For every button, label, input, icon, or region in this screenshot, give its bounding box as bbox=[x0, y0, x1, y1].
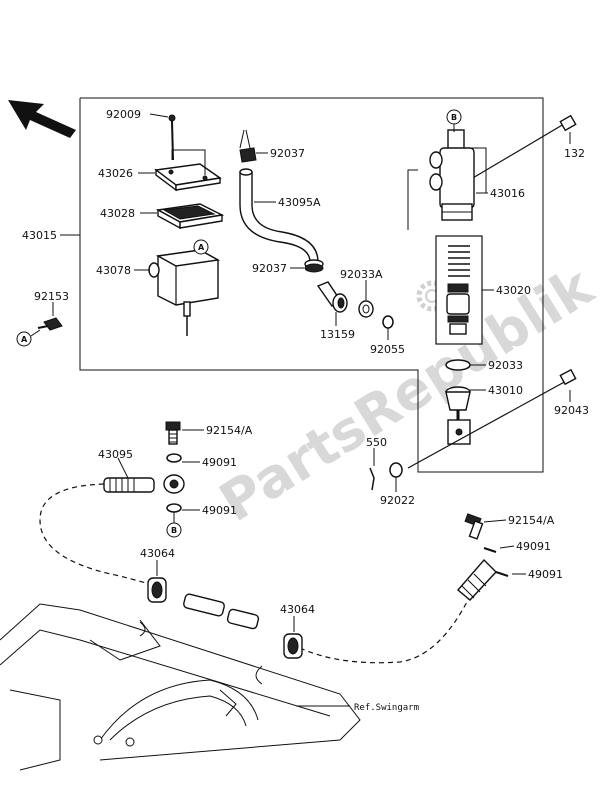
grommet-43064-right bbox=[283, 633, 303, 659]
label-92037-bottom: 92037 bbox=[252, 262, 287, 275]
label-92022: 92022 bbox=[380, 494, 415, 507]
hose-route-lower bbox=[299, 595, 471, 664]
callout-a-top: A bbox=[193, 239, 209, 255]
reservoir-43078 bbox=[148, 249, 221, 336]
hose-segment-mid bbox=[183, 593, 260, 630]
hose-end-right bbox=[457, 558, 497, 601]
cotter-pin-550 bbox=[369, 467, 375, 491]
banjo-bolt-92154a-top bbox=[165, 421, 181, 445]
callout-b-bottom: B bbox=[166, 512, 182, 538]
label-ref-swingarm: Ref.Swingarm bbox=[354, 703, 419, 713]
svg-text:A: A bbox=[198, 243, 205, 252]
svg-text:B: B bbox=[171, 526, 177, 535]
swingarm bbox=[0, 603, 361, 771]
callout-b-top: B bbox=[446, 109, 462, 132]
label-43015: 43015 bbox=[22, 229, 57, 242]
label-92154a-top: 92154/A bbox=[206, 424, 253, 437]
label-92153: 92153 bbox=[34, 290, 69, 303]
label-43016: 43016 bbox=[490, 187, 525, 200]
label-92154a-right: 92154/A bbox=[508, 514, 555, 527]
circlip-92033 bbox=[445, 359, 471, 371]
reservoir-cap-43026 bbox=[154, 163, 222, 192]
label-43026: 43026 bbox=[98, 167, 133, 180]
hose-clamp-92037-top bbox=[239, 129, 257, 163]
leader-cap-screw bbox=[171, 149, 206, 175]
grommet-43064-left bbox=[147, 577, 167, 603]
label-43020: 43020 bbox=[496, 284, 531, 297]
leader-92154a-right bbox=[483, 519, 507, 523]
label-43078: 43078 bbox=[96, 264, 131, 277]
label-92009: 92009 bbox=[106, 108, 141, 121]
leader-43095 bbox=[117, 457, 129, 479]
push-rod-43010 bbox=[445, 386, 471, 445]
label-132: 132 bbox=[564, 147, 585, 160]
leader-92009 bbox=[149, 113, 169, 118]
label-92037-top: 92037 bbox=[270, 147, 305, 160]
label-92043: 92043 bbox=[554, 404, 589, 417]
fitting-13159 bbox=[316, 281, 348, 313]
label-13159: 13159 bbox=[320, 328, 355, 341]
screw-92009 bbox=[168, 114, 176, 161]
bracket-43016 bbox=[407, 169, 418, 230]
washer-92022 bbox=[389, 462, 403, 478]
piston-kit-43020 bbox=[435, 235, 483, 345]
hose-43095 bbox=[103, 474, 185, 494]
label-92033: 92033 bbox=[488, 359, 523, 372]
label-43095a: 43095A bbox=[278, 196, 321, 209]
callout-a-left: A bbox=[16, 329, 41, 347]
ring-92033a bbox=[358, 300, 374, 318]
bolt-132 bbox=[465, 114, 577, 183]
hose-end bbox=[239, 168, 253, 176]
label-43064-right: 43064 bbox=[280, 603, 315, 616]
label-49091-right-b: 49091 bbox=[528, 568, 563, 581]
label-43010: 43010 bbox=[488, 384, 523, 397]
hose-43095a bbox=[239, 171, 319, 263]
label-43095: 43095 bbox=[98, 448, 133, 461]
label-49091-bottom: 49091 bbox=[202, 504, 237, 517]
master-cylinder-43016 bbox=[429, 129, 475, 221]
oring-92055 bbox=[382, 315, 394, 329]
front-arrow-icon bbox=[8, 100, 76, 138]
bolt-92153 bbox=[37, 317, 63, 331]
hose-clamp-92037-bottom bbox=[304, 259, 324, 273]
label-550: 550 bbox=[366, 436, 387, 449]
washer-49091-right-a bbox=[483, 547, 497, 553]
diaphragm-43028 bbox=[155, 203, 225, 230]
washer-49091-bottom bbox=[166, 503, 182, 513]
washer-49091-top bbox=[166, 453, 182, 463]
banjo-bolt-92154a-right bbox=[464, 513, 484, 540]
label-92033a: 92033A bbox=[340, 268, 383, 281]
label-49091-right-a: 49091 bbox=[516, 540, 551, 553]
pin-92043 bbox=[407, 368, 577, 469]
hose-route bbox=[39, 483, 151, 585]
label-92055: 92055 bbox=[370, 343, 405, 356]
label-49091-top: 49091 bbox=[202, 456, 237, 469]
label-43028: 43028 bbox=[100, 207, 135, 220]
label-43064-left: 43064 bbox=[140, 547, 175, 560]
washer-49091-right-b bbox=[495, 571, 509, 577]
svg-text:B: B bbox=[451, 113, 457, 122]
svg-text:A: A bbox=[21, 335, 28, 344]
leader-49091-right-a bbox=[499, 545, 515, 549]
assembly-bracket bbox=[79, 97, 544, 473]
